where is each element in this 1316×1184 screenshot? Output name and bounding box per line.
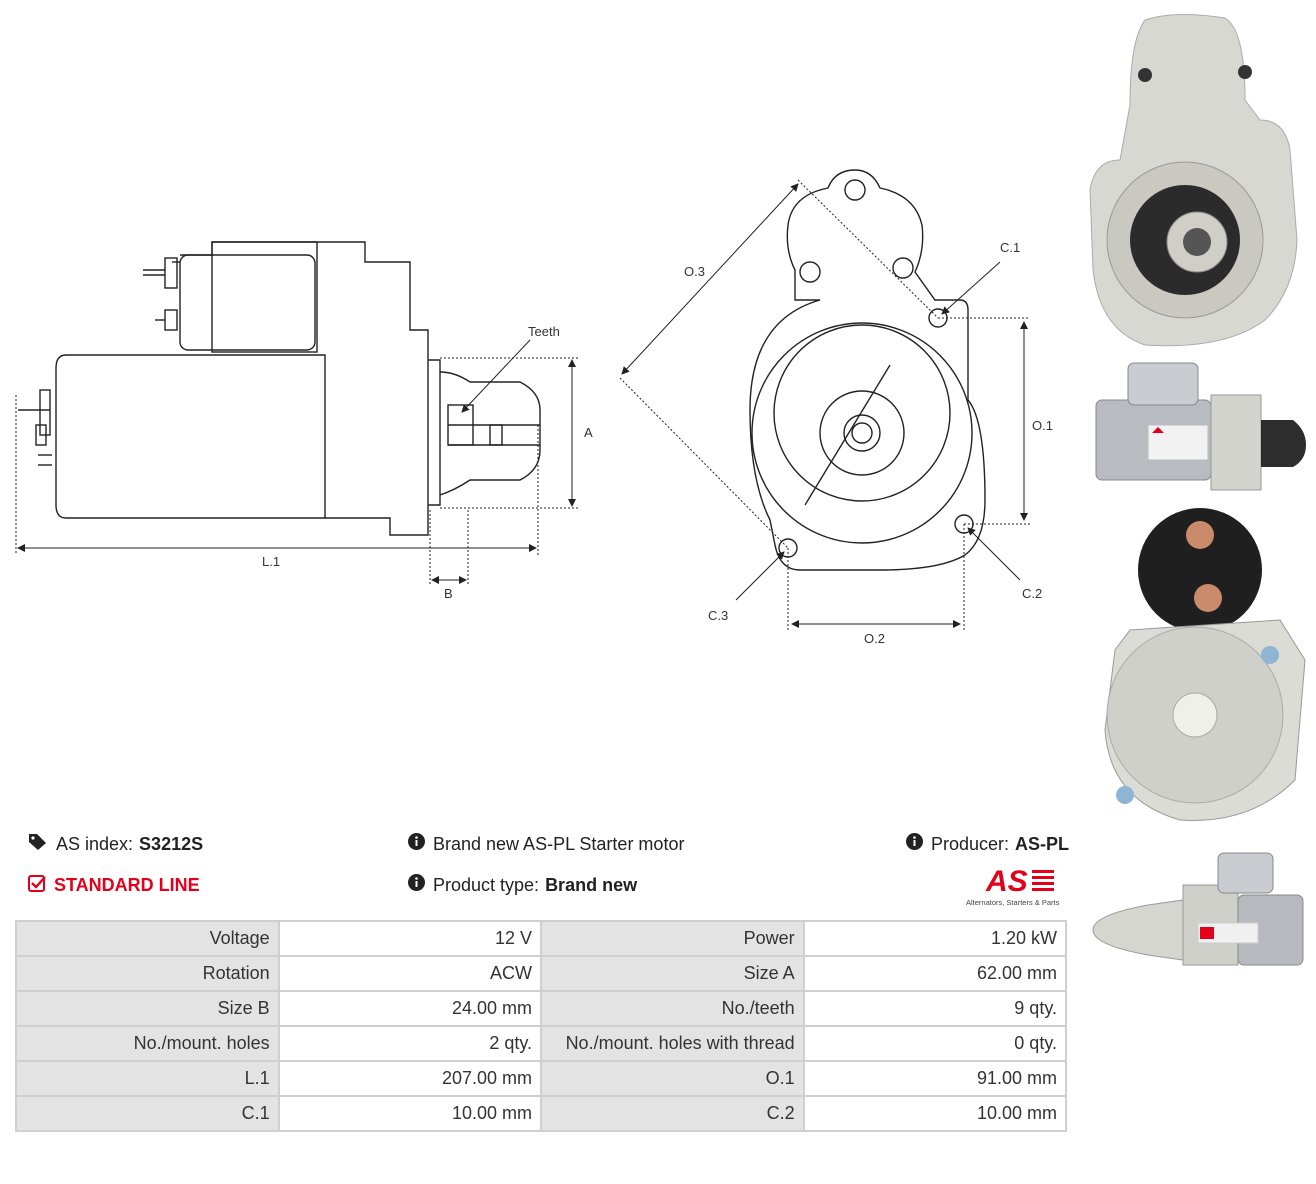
spec-label: L.1	[17, 1062, 278, 1095]
technical-drawing: Teeth A L.1 B O.3 C.1 O.1 C.2 C.3 O.2	[15, 169, 1053, 646]
producer-row: Producer: AS-PL	[906, 833, 1069, 855]
spec-value: ACW	[279, 957, 541, 990]
product-photo-angle[interactable]	[1088, 845, 1310, 980]
info-circle-icon	[408, 874, 425, 896]
spec-label: Size A	[542, 957, 803, 990]
spec-value: 9 qty.	[804, 992, 1065, 1025]
spec-label: C.2	[542, 1097, 803, 1130]
label-a: A	[584, 425, 593, 440]
producer-value: AS-PL	[1015, 833, 1070, 854]
side-view-dimensions	[15, 339, 578, 585]
description-row: Brand new AS-PL Starter motor	[408, 833, 684, 855]
product-photo-rear[interactable]	[1090, 500, 1310, 830]
standard-line-row: STANDARD LINE	[28, 874, 200, 897]
description-text: Brand new AS-PL Starter motor	[433, 833, 685, 854]
as-index-value: S3212S	[139, 834, 204, 854]
spec-value: 12 V	[279, 922, 541, 955]
as-index-label: AS index:	[56, 834, 134, 854]
label-o3: O.3	[684, 264, 705, 279]
standard-line-label: STANDARD LINE	[54, 875, 200, 895]
product-photo-front[interactable]	[1085, 10, 1310, 355]
spec-label: Voltage	[17, 922, 278, 955]
label-b: B	[444, 586, 453, 601]
label-o2: O.2	[864, 631, 885, 646]
product-photo-side[interactable]	[1088, 355, 1310, 495]
as-index-row: AS index: S3212S	[28, 833, 203, 856]
label-c1: C.1	[1000, 240, 1020, 255]
spec-label: No./teeth	[542, 992, 803, 1025]
label-c3: C.3	[708, 608, 728, 623]
spec-value: 1.20 kW	[804, 922, 1065, 955]
check-square-icon	[28, 874, 46, 897]
spec-label: Power	[542, 922, 803, 955]
label-l1: L.1	[262, 554, 280, 569]
spec-label: No./mount. holes with thread	[542, 1027, 803, 1060]
label-o1: O.1	[1032, 418, 1053, 433]
spec-value: 91.00 mm	[804, 1062, 1065, 1095]
label-c2: C.2	[1022, 586, 1042, 601]
spec-value: 0 qty.	[804, 1027, 1065, 1060]
label-teeth: Teeth	[528, 324, 560, 339]
spec-label: No./mount. holes	[17, 1027, 278, 1060]
spec-value: 207.00 mm	[279, 1062, 541, 1095]
tags-icon	[28, 833, 48, 856]
front-view-dimensions	[619, 179, 1030, 630]
spec-value: 10.00 mm	[279, 1097, 541, 1130]
product-type-label: Product type:	[433, 874, 540, 895]
spec-label: Rotation	[17, 957, 278, 990]
info-circle-icon	[408, 833, 425, 855]
spec-value: 2 qty.	[279, 1027, 541, 1060]
spec-label: O.1	[542, 1062, 803, 1095]
spec-label: Size B	[17, 992, 278, 1025]
spec-value: 24.00 mm	[279, 992, 541, 1025]
spec-value: 10.00 mm	[804, 1097, 1065, 1130]
logo-text: AS	[985, 865, 1028, 898]
producer-label: Producer:	[931, 833, 1010, 854]
as-logo-mark: AS Alternators, Starters & Parts	[966, 865, 1060, 907]
product-type-row: Product type: Brand new	[408, 874, 637, 896]
logo-tagline: Alternators, Starters & Parts	[966, 898, 1060, 907]
brand-logo: AS Alternators, Starters & Parts	[962, 864, 1070, 908]
product-type-value: Brand new	[545, 874, 638, 895]
info-circle-icon	[906, 833, 923, 855]
spec-label: C.1	[17, 1097, 278, 1130]
side-view-drawing	[18, 241, 541, 536]
spec-value: 62.00 mm	[804, 957, 1065, 990]
front-view-drawing	[749, 169, 986, 571]
